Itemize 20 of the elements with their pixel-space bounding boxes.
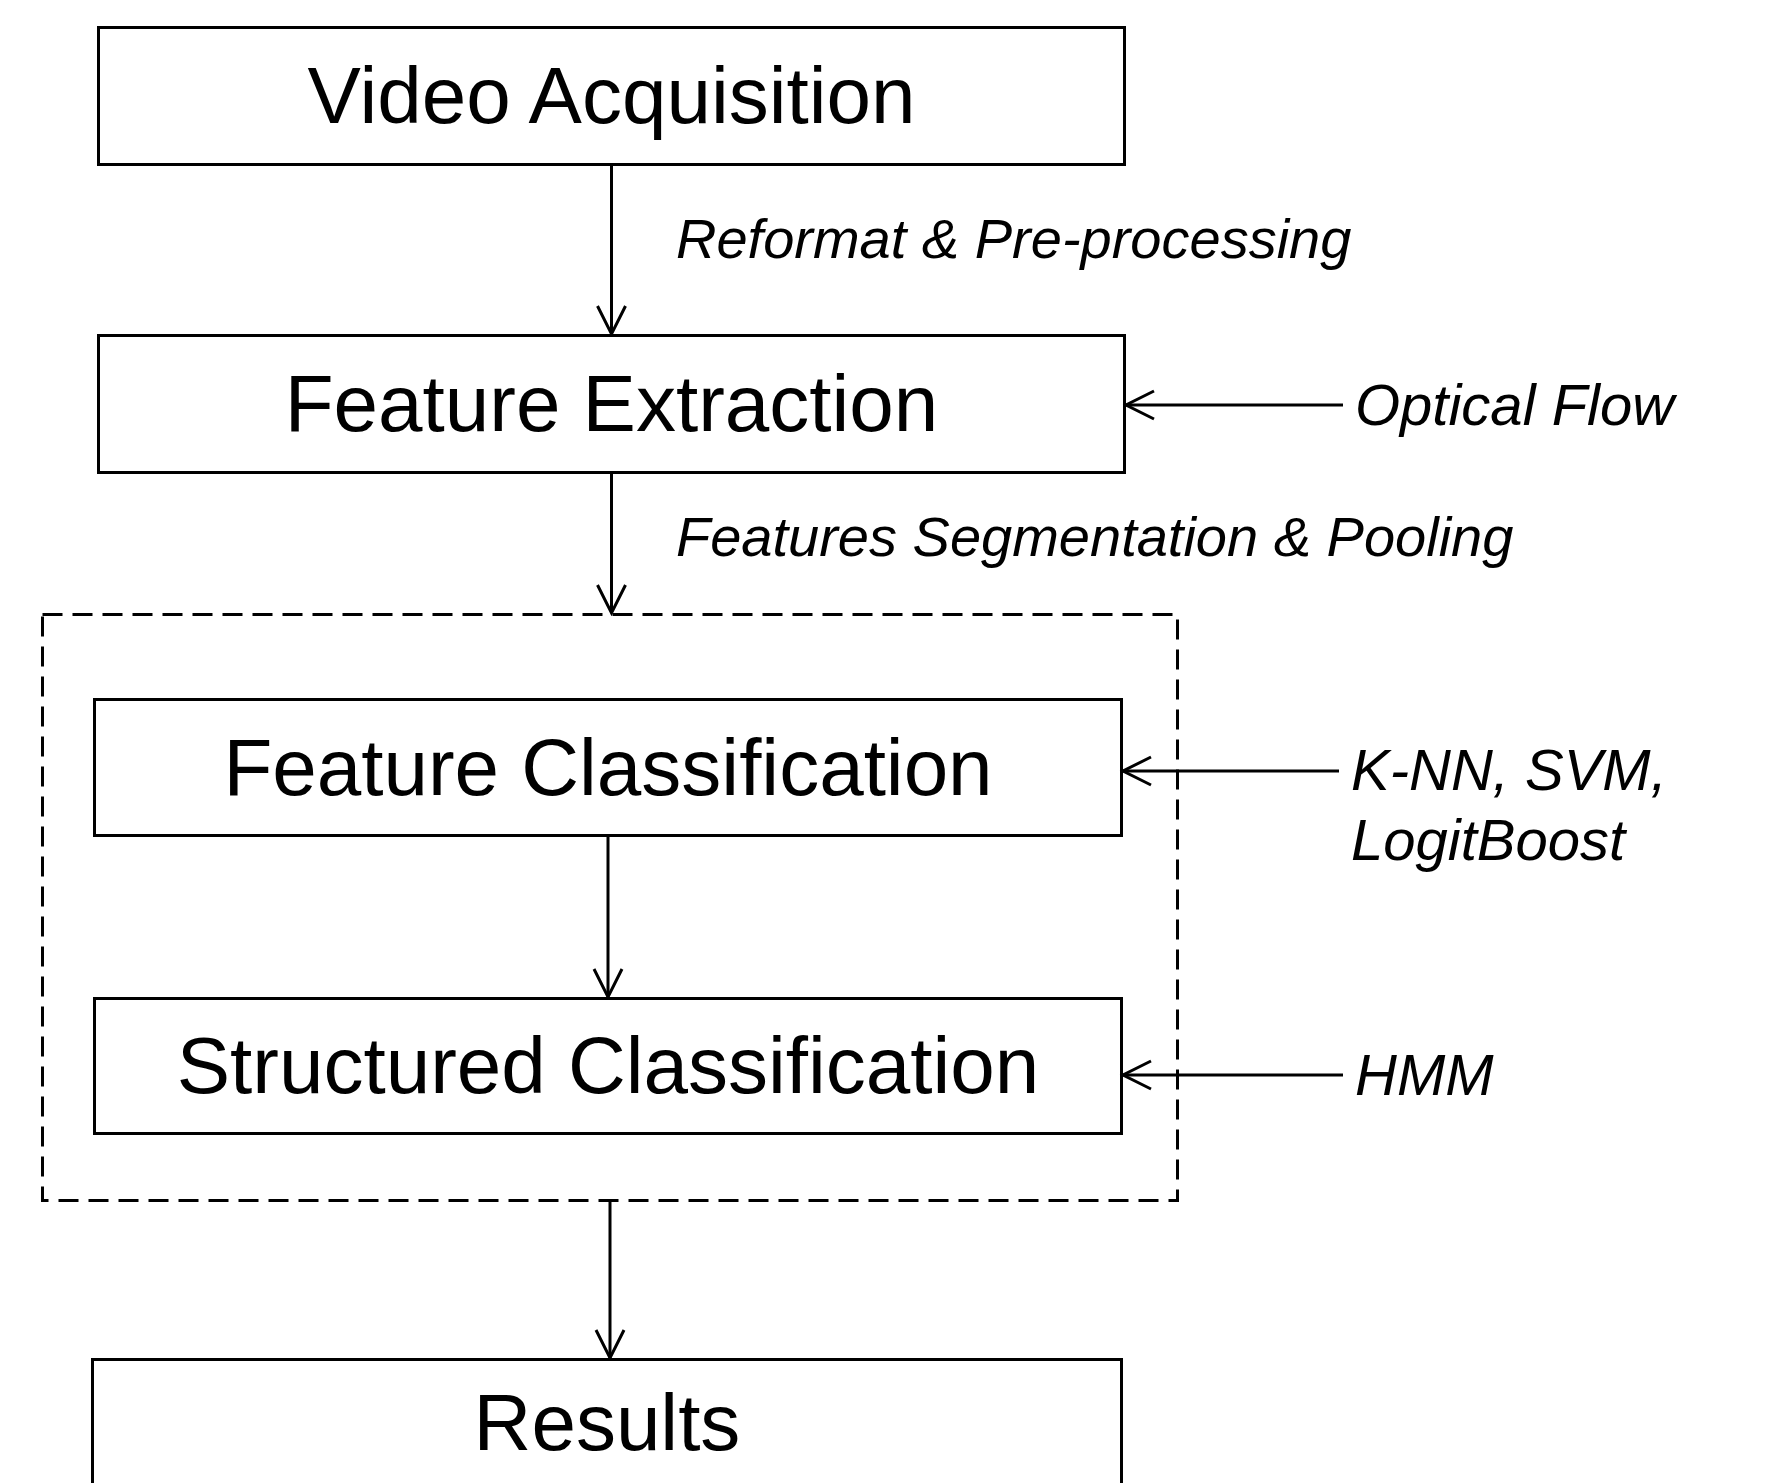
box-text: Feature Extraction xyxy=(284,364,939,444)
arrow xyxy=(592,837,624,999)
method-label: Optical Flow xyxy=(1355,370,1755,440)
method-label: HMM xyxy=(1355,1040,1555,1110)
process-box xyxy=(93,698,1123,837)
dashed-group-box xyxy=(41,613,1179,1202)
arrow xyxy=(596,474,627,615)
process-box xyxy=(97,334,1126,474)
arrow xyxy=(1121,755,1339,787)
arrow xyxy=(1121,1059,1343,1091)
method-label: K-NN, SVM, LogitBoost xyxy=(1351,735,1751,875)
box-text: Feature Classification xyxy=(223,727,993,808)
arrow xyxy=(596,166,627,336)
box-text: Structured Classification xyxy=(176,1026,1040,1106)
process-box xyxy=(97,26,1126,166)
process-box xyxy=(93,997,1123,1135)
box-text: Results xyxy=(473,1383,741,1463)
arrow xyxy=(1124,389,1343,421)
process-box xyxy=(91,1358,1123,1483)
arrow xyxy=(594,1202,626,1360)
